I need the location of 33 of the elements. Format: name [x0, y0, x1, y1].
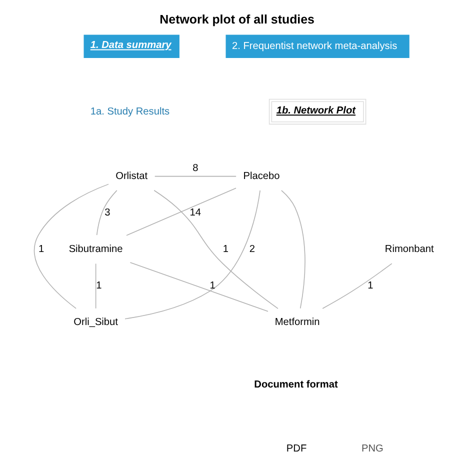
edge-label: 1 [367, 280, 373, 292]
node-text: Rimonbant [384, 244, 434, 256]
edge-label: 1 [38, 244, 44, 256]
connector [322, 263, 392, 309]
edge-label: 1 [209, 280, 215, 292]
node-text: Placebo [242, 170, 280, 182]
label: 1. Data summary [90, 40, 171, 52]
label: 2. Frequentist network meta-analysis [231, 41, 397, 52]
connector [154, 176, 236, 177]
connector [124, 190, 260, 320]
label: 1b. Network Plot [276, 106, 356, 117]
node-text: Sibutramine [68, 244, 122, 256]
connector [94, 263, 96, 309]
connector [280, 190, 305, 309]
node-text: Orlistat [115, 170, 148, 182]
edge-label: 3 [104, 208, 110, 219]
label: Document format [254, 379, 338, 390]
edge-label: 1 [96, 280, 102, 292]
connector [153, 190, 278, 309]
diagram-title: Network plot of all studies [159, 12, 314, 27]
edge-label: 1 [222, 244, 228, 256]
node-text: Metformin [274, 317, 320, 328]
connector [126, 188, 236, 236]
label: 1a. Study Results [90, 106, 170, 118]
node-text: Orli_Sibut [73, 317, 118, 328]
connector [33, 184, 108, 309]
connector [129, 262, 268, 312]
edge-label: 2 [248, 244, 255, 256]
label: PNG [361, 443, 383, 454]
edge-label: 8 [192, 163, 198, 174]
edge-label: 14 [189, 208, 201, 219]
label: PDF [286, 443, 306, 454]
connector [96, 190, 117, 236]
